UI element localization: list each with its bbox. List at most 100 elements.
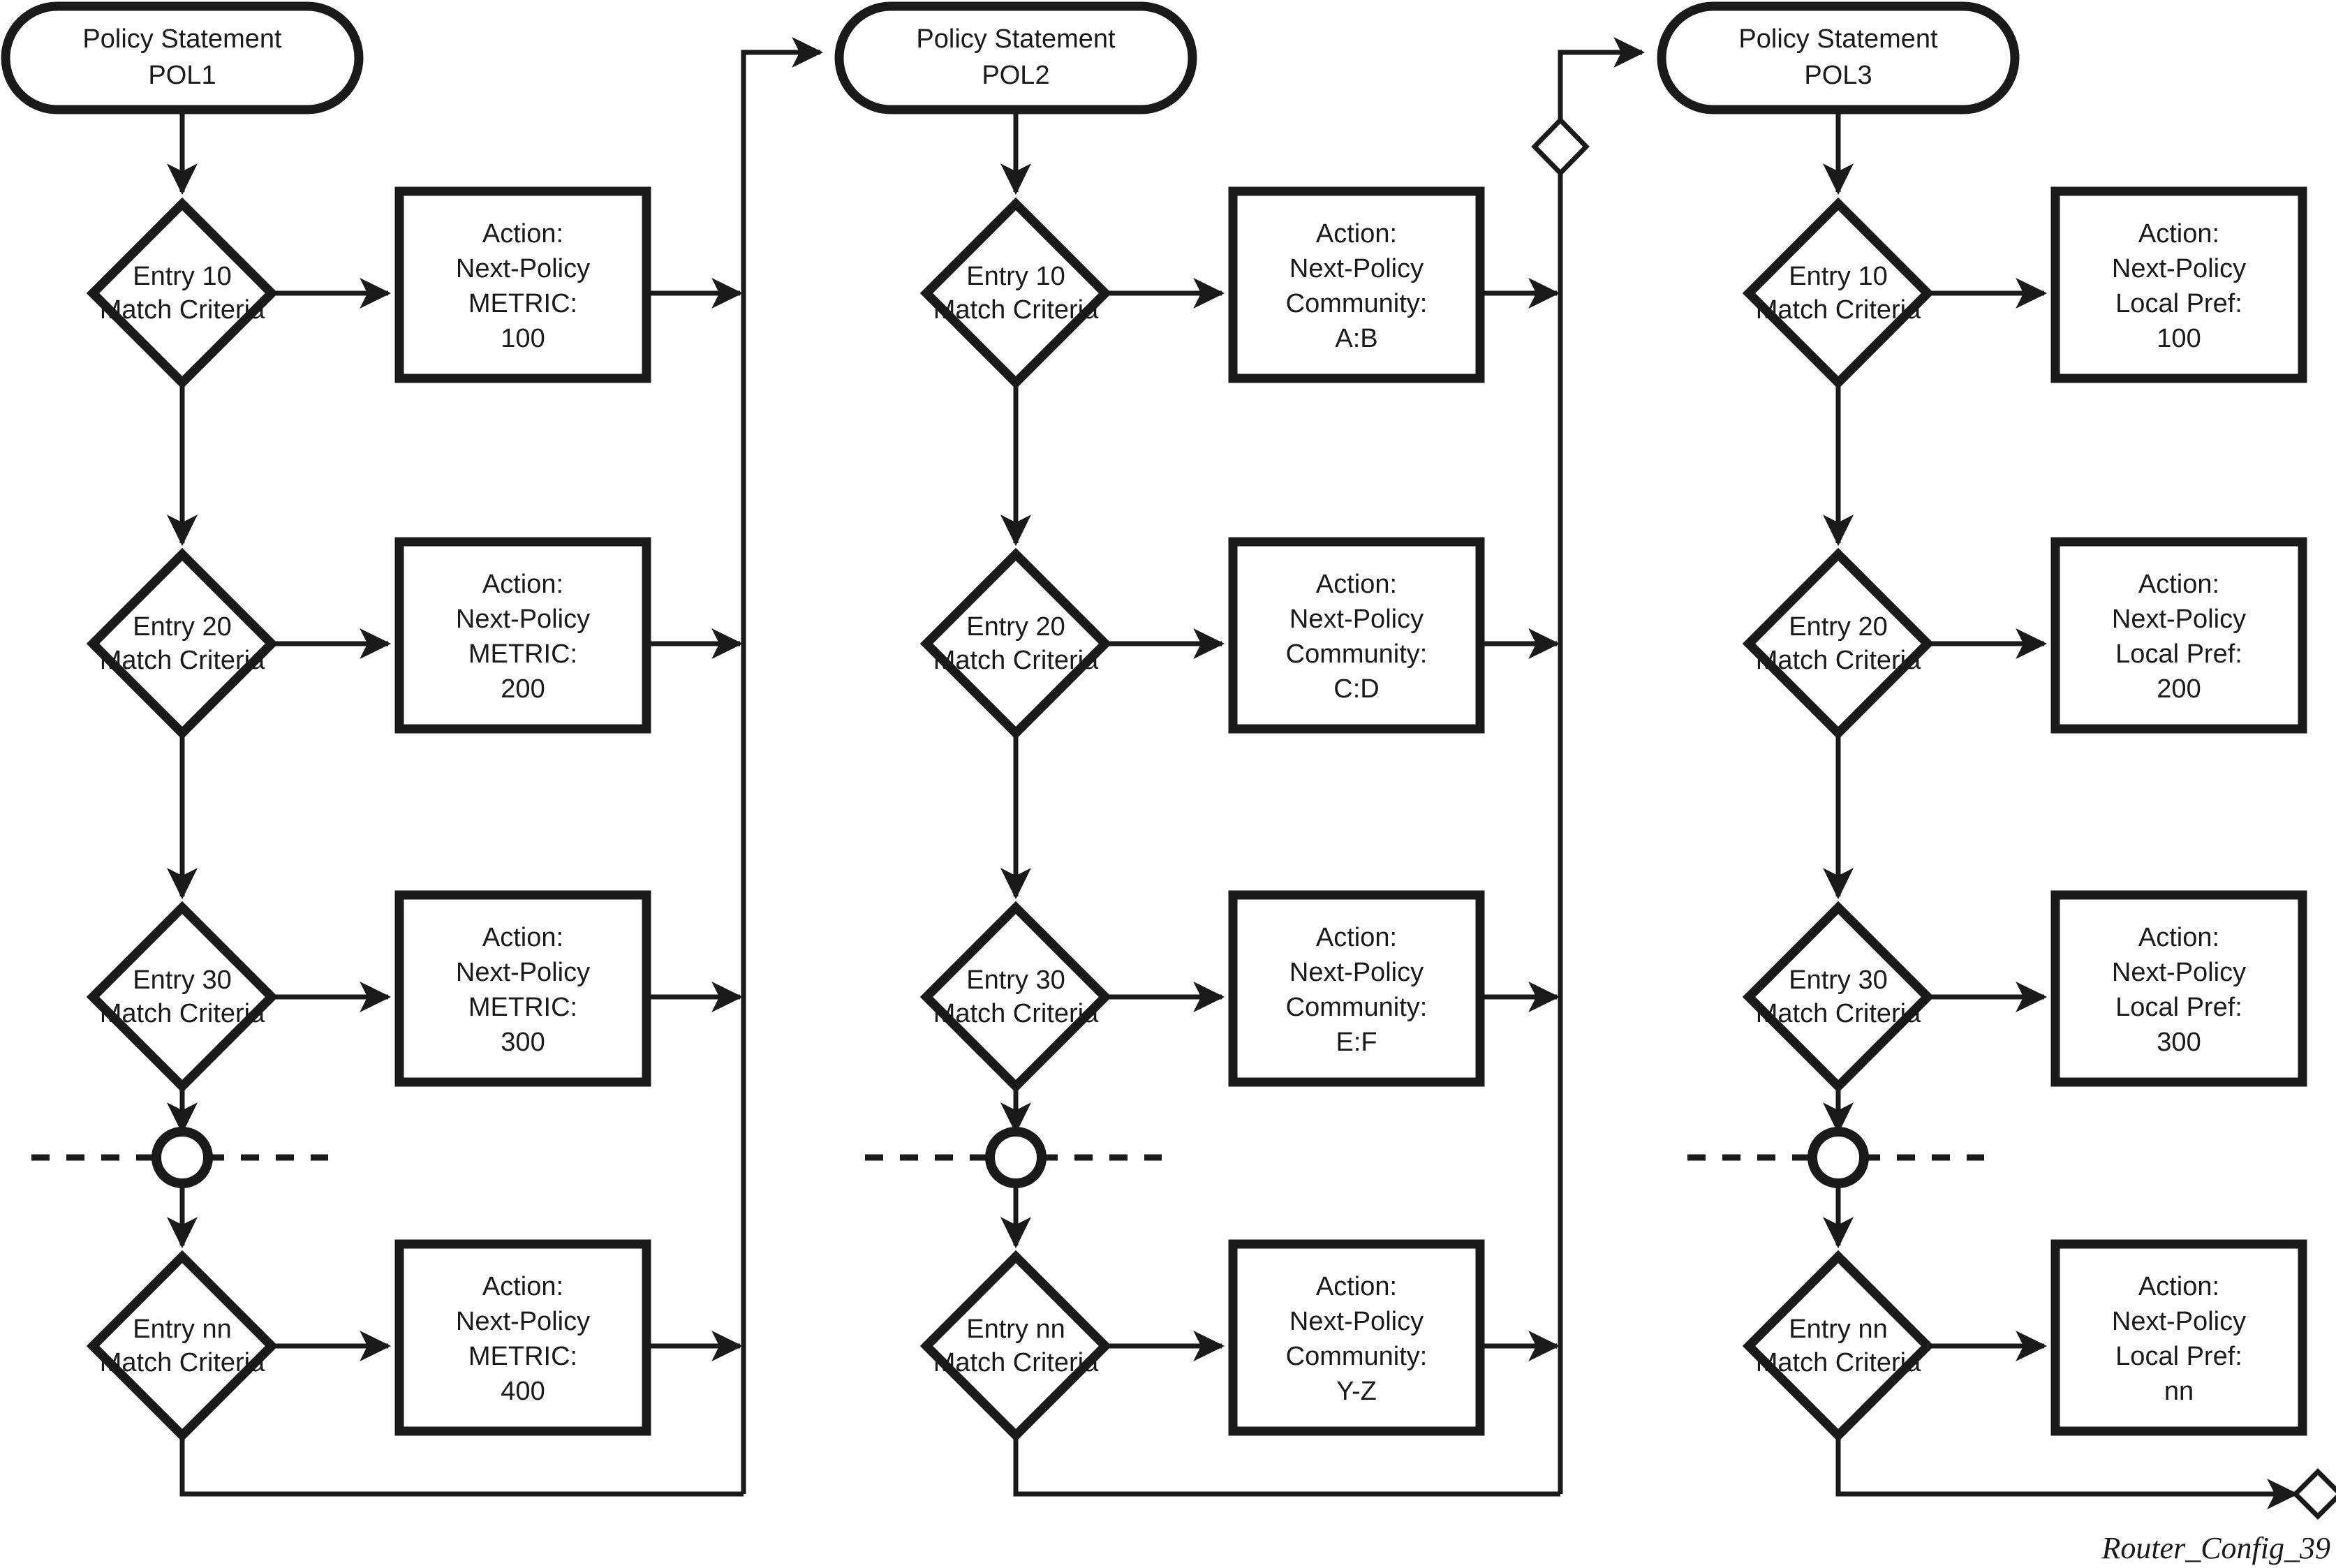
decision-pol2-entry30-line2: Match Criteria xyxy=(933,999,1099,1028)
action-pol2-row1-line3: Community: xyxy=(1286,289,1428,318)
action-pol1-row3-line2: Next-Policy xyxy=(456,958,590,987)
action-pol2-row1[interactable] xyxy=(1228,186,1485,383)
decision-pol3-entry30-line1: Entry 30 xyxy=(1789,966,1888,995)
action-pol1-row1-line4: 100 xyxy=(501,324,545,353)
edge-pol3-fallthrough-exit xyxy=(1835,1435,2299,1510)
action-pol3-row1-line3: Local Pref: xyxy=(2115,289,2242,318)
action-pol3-row2-line3: Local Pref: xyxy=(2115,639,2242,669)
action-pol2-row2-line2: Next-Policy xyxy=(1289,605,1424,634)
action-pol1-row4[interactable] xyxy=(394,1239,651,1436)
policy-statement-pol1[interactable] xyxy=(1,1,364,114)
edge-pol2-fallthrough-to-bus xyxy=(1013,1435,1560,1497)
action-pol1-row3-line4: 300 xyxy=(501,1028,545,1057)
decision-pol3-entrynn-line2: Match Criteria xyxy=(1756,1348,1921,1377)
action-pol3-row1-line2: Next-Policy xyxy=(2112,254,2246,283)
decision-pol3-entry30-line2: Match Criteria xyxy=(1756,999,1921,1028)
decision-pol2-entry30[interactable] xyxy=(919,901,1112,1093)
action-pol2-row2[interactable] xyxy=(1228,537,1485,734)
action-pol2-row1-line2: Next-Policy xyxy=(1289,254,1424,283)
decision-pol1-entry20-line2: Match Criteria xyxy=(100,646,265,675)
column-pol3: Policy Statement POL3 Entry 10 Match Cri… xyxy=(1657,1,2336,1520)
action-pol2-row4-line1: Action: xyxy=(1316,1272,1397,1301)
decision-pol2-entrynn[interactable] xyxy=(919,1250,1112,1442)
figure-label: Router_Config_39 xyxy=(2101,1531,2330,1565)
decision-pol1-entrynn[interactable] xyxy=(86,1250,279,1442)
break-circle-pol3 xyxy=(1808,1127,1869,1188)
decision-pol1-entry30-line1: Entry 30 xyxy=(133,966,232,995)
action-pol2-row4-line4: Y-Z xyxy=(1336,1377,1377,1406)
decision-pol3-entry10[interactable] xyxy=(1742,197,1935,390)
action-pol1-row4-line4: 400 xyxy=(501,1377,545,1406)
decision-pol2-entry30-line1: Entry 30 xyxy=(966,966,1065,995)
action-pol2-row3-line3: Community: xyxy=(1286,993,1428,1022)
action-pol3-row3[interactable] xyxy=(2050,890,2307,1087)
action-pol3-row1-line4: 100 xyxy=(2157,324,2201,353)
policy-pol3-line1: Policy Statement xyxy=(1738,24,1938,54)
offpage-connector-diamond-exit xyxy=(2292,1468,2336,1520)
break-circle-pol2 xyxy=(985,1127,1047,1188)
action-pol3-row2-line1: Action: xyxy=(2138,570,2219,599)
decision-pol3-entry20-line2: Match Criteria xyxy=(1756,646,1921,675)
action-pol2-row1-line4: A:B xyxy=(1335,324,1377,353)
action-pol1-row2-line3: METRIC: xyxy=(468,639,577,669)
action-pol2-row2-line4: C:D xyxy=(1333,674,1379,704)
decision-pol1-entrynn-line1: Entry nn xyxy=(133,1315,232,1344)
decision-pol2-entry20[interactable] xyxy=(919,547,1112,740)
column-pol2: Policy Statement POL2 Entry 10 Match Cri… xyxy=(834,1,1646,1497)
action-pol2-row3-line2: Next-Policy xyxy=(1289,958,1424,987)
action-pol1-row1[interactable] xyxy=(394,186,651,383)
decision-pol2-entry20-line2: Match Criteria xyxy=(933,646,1099,675)
decision-pol1-entry10-line2: Match Criteria xyxy=(100,295,265,325)
action-pol3-row4-line3: Local Pref: xyxy=(2115,1342,2242,1371)
action-pol3-row2-line4: 200 xyxy=(2157,674,2201,704)
decision-pol2-entry10-line1: Entry 10 xyxy=(966,262,1065,291)
decision-pol1-entry20[interactable] xyxy=(86,547,279,740)
policy-pol2-line2: POL2 xyxy=(982,61,1049,90)
edge-pol1-fallthrough-to-bus xyxy=(179,1435,744,1497)
decision-pol1-entry10[interactable] xyxy=(86,197,279,390)
action-pol1-row3[interactable] xyxy=(394,890,651,1087)
action-pol1-row4-line1: Action: xyxy=(482,1272,563,1301)
policy-pol3-line2: POL3 xyxy=(1804,61,1872,90)
decision-pol3-entry20[interactable] xyxy=(1742,547,1935,740)
action-pol3-row3-line2: Next-Policy xyxy=(2112,958,2246,987)
decision-pol1-entry20-line1: Entry 20 xyxy=(133,612,232,642)
action-pol2-row3-line4: E:F xyxy=(1336,1028,1377,1057)
action-pol3-row3-line3: Local Pref: xyxy=(2115,993,2242,1022)
decision-pol3-entrynn[interactable] xyxy=(1742,1250,1935,1442)
action-pol2-row4[interactable] xyxy=(1228,1239,1485,1436)
action-pol1-row3-line3: METRIC: xyxy=(468,993,577,1022)
decision-pol1-entrynn-line2: Match Criteria xyxy=(100,1348,265,1377)
action-pol3-row2-line2: Next-Policy xyxy=(2112,605,2246,634)
action-pol3-row1[interactable] xyxy=(2050,186,2307,383)
action-pol1-row3-line1: Action: xyxy=(482,923,563,952)
policy-statement-pol2[interactable] xyxy=(834,1,1197,114)
action-pol2-row2-line1: Action: xyxy=(1316,570,1397,599)
decision-pol1-entry30[interactable] xyxy=(86,901,279,1093)
action-pol2-row4-line3: Community: xyxy=(1286,1342,1428,1371)
decision-pol3-entry30[interactable] xyxy=(1742,901,1935,1093)
action-pol2-row2-line3: Community: xyxy=(1286,639,1428,669)
action-pol1-row2[interactable] xyxy=(394,537,651,734)
action-pol1-row4-line3: METRIC: xyxy=(468,1342,577,1371)
action-pol3-row2[interactable] xyxy=(2050,537,2307,734)
action-pol3-row4-line1: Action: xyxy=(2138,1272,2219,1301)
action-pol1-row2-line4: 200 xyxy=(501,674,545,704)
decision-pol1-entry30-line2: Match Criteria xyxy=(100,999,265,1028)
bus-pol2-to-pol3-top xyxy=(1558,36,1646,120)
decision-pol2-entry10[interactable] xyxy=(919,197,1112,390)
policy-pol1-line1: Policy Statement xyxy=(82,24,282,54)
decision-pol2-entrynn-line1: Entry nn xyxy=(966,1315,1065,1344)
policy-statement-pol3[interactable] xyxy=(1657,1,2020,114)
decision-pol3-entry20-line1: Entry 20 xyxy=(1789,612,1888,642)
action-pol3-row4[interactable] xyxy=(2050,1239,2307,1436)
action-pol3-row1-line1: Action: xyxy=(2138,219,2219,249)
action-pol1-row1-line1: Action: xyxy=(482,219,563,249)
action-pol2-row3[interactable] xyxy=(1228,890,1485,1087)
action-pol2-row3-line1: Action: xyxy=(1316,923,1397,952)
action-pol1-row4-line2: Next-Policy xyxy=(456,1307,590,1336)
action-pol1-row2-line1: Action: xyxy=(482,570,563,599)
action-pol3-row4-line2: Next-Policy xyxy=(2112,1307,2246,1336)
decision-pol3-entrynn-line1: Entry nn xyxy=(1789,1315,1888,1344)
